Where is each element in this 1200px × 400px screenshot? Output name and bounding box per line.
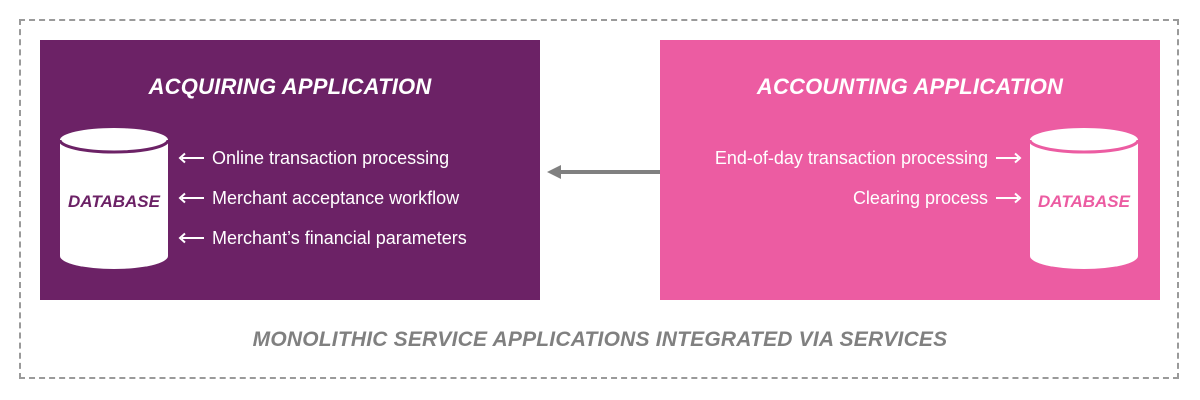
acquiring-database-label: DATABASE — [68, 192, 160, 211]
integration-arrow-icon — [547, 165, 660, 179]
accounting-item-label: End-of-day transaction processing — [714, 147, 988, 168]
arrow-right-icon — [996, 192, 1022, 204]
diagram-frame — [19, 19, 1179, 379]
arrow-left-icon — [178, 232, 204, 244]
accounting-database-label: DATABASE — [1038, 192, 1130, 211]
arrow-right-icon — [996, 152, 1022, 164]
arrow-left-icon — [178, 152, 204, 164]
acquiring-item-label: Online transaction processing — [212, 147, 450, 168]
acquiring-application-title: ACQUIRING APPLICATION — [148, 74, 432, 99]
diagram-caption: MONOLITHIC SERVICE APPLICATIONS INTEGRAT… — [252, 328, 948, 351]
accounting-application-title: ACCOUNTING APPLICATION — [756, 74, 1064, 99]
acquiring-item-label: Merchant acceptance workflow — [212, 187, 460, 208]
acquiring-item-online-processing: Online transaction processing — [178, 146, 449, 170]
acquiring-item-label: Merchant’s financial parameters — [212, 227, 467, 248]
acquiring-database: DATABASE — [58, 126, 170, 271]
accounting-item-label: Clearing process — [852, 187, 988, 208]
accounting-item-end-of-day: End-of-day transaction processing — [715, 146, 1022, 170]
acquiring-item-financial-parameters: Merchant’s financial parameters — [178, 226, 467, 250]
arrow-left-icon — [178, 192, 204, 204]
acquiring-application-panel: ACQUIRING APPLICATION DATABASE Online tr… — [40, 40, 540, 300]
accounting-application-panel: ACCOUNTING APPLICATION End-of-day transa… — [660, 40, 1160, 300]
accounting-item-clearing: Clearing process — [853, 186, 1022, 210]
accounting-database: DATABASE — [1028, 126, 1140, 271]
database-cylinder-icon — [1028, 128, 1140, 269]
database-cylinder-icon — [58, 128, 170, 269]
acquiring-item-merchant-workflow: Merchant acceptance workflow — [178, 186, 459, 210]
